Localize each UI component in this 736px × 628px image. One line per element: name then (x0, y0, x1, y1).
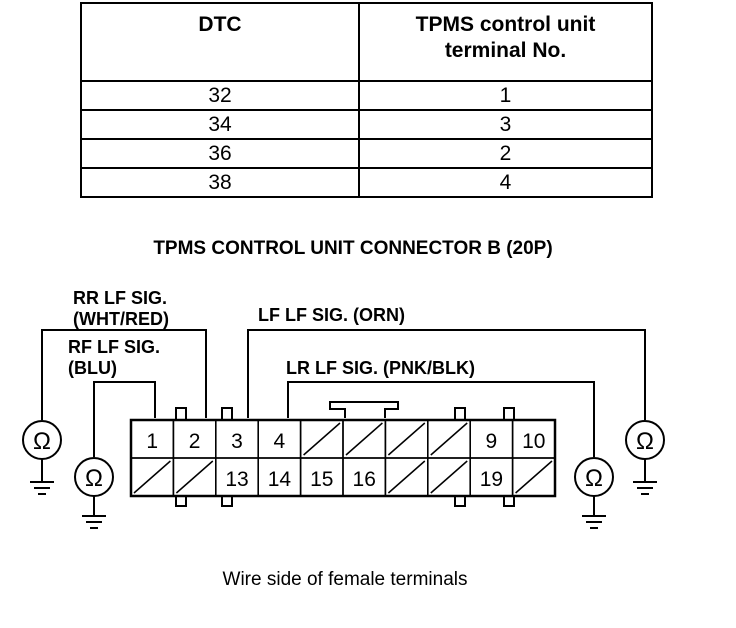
unused-terminal-slash (345, 422, 383, 456)
ohmmeter-3: Ω (574, 457, 614, 529)
terminal-number: 14 (268, 468, 292, 491)
rf-wire (93, 381, 156, 457)
connector-lock-tab (329, 401, 399, 418)
terminal-number: 9 (486, 430, 498, 453)
terminal-cell: 1 (358, 80, 653, 111)
terminal-tab (503, 407, 515, 421)
dtc-cell: 36 (80, 138, 360, 169)
terminal-number: 16 (353, 468, 376, 491)
terminal-cell: 3 (358, 109, 653, 140)
connector-title: TPMS CONTROL UNIT CONNECTOR B (20P) (153, 238, 552, 259)
terminal-number: 13 (225, 468, 248, 491)
terminal-number: 1 (146, 430, 158, 453)
ohm-icon: Ω (33, 428, 51, 455)
terminal-number: 2 (189, 430, 201, 453)
rr-wire-label-2: (WHT/RED) (73, 309, 169, 329)
lf-wire-label: LF LF SIG. (ORN) (258, 305, 405, 325)
dtc-header: DTC (80, 2, 360, 82)
rr-wire-label-1: RR LF SIG. (73, 288, 167, 308)
ohm-icon: Ω (585, 465, 603, 492)
table-row: 36 2 (80, 138, 653, 169)
lr-wire (287, 381, 595, 457)
ohmmeter-4: Ω (625, 420, 665, 495)
terminal-header: TPMS control unit terminal No. (358, 2, 653, 82)
rf-wire-label-1: RF LF SIG. (68, 337, 160, 357)
unused-terminal-slash (430, 460, 468, 494)
terminal-number: 19 (480, 468, 503, 491)
dtc-cell: 32 (80, 80, 360, 111)
table-row: 32 1 (80, 80, 653, 111)
unused-terminal-slash (430, 422, 468, 456)
terminal-tab (454, 407, 466, 421)
terminal-header-text: TPMS control unit terminal No. (415, 13, 596, 62)
unused-terminal-slash (175, 460, 214, 494)
lr-wire-label: LR LF SIG. (PNK/BLK) (286, 358, 475, 378)
table-header-row: DTC TPMS control unit terminal No. (80, 2, 653, 82)
terminal-number: 4 (274, 430, 286, 453)
terminal-number: 10 (522, 430, 545, 453)
connector-caption: Wire side of female terminals (223, 569, 468, 590)
dtc-cell: 38 (80, 167, 360, 198)
terminal-cell: 4 (358, 167, 653, 198)
terminal-tab (221, 407, 233, 421)
ohmmeter-1: Ω (22, 420, 62, 495)
terminal-tab (175, 407, 187, 421)
rr-wire (41, 329, 207, 420)
lf-wire (247, 329, 646, 420)
unused-terminal-slash (303, 422, 341, 456)
terminal-number: 3 (231, 430, 243, 453)
wire-lines (41, 329, 646, 457)
dtc-cell: 34 (80, 109, 360, 140)
ohmmeter-2: Ω (74, 457, 114, 529)
ohm-icon: Ω (85, 465, 103, 492)
ohm-icon: Ω (636, 428, 654, 455)
terminal-cell (511, 457, 556, 497)
rf-wire-label-2: (BLU) (68, 358, 117, 378)
unused-terminal-slash (515, 460, 553, 494)
table-row: 34 3 (80, 109, 653, 140)
unused-terminal-slash (387, 422, 426, 456)
unused-terminal-slash (133, 460, 171, 494)
terminal-number: 15 (310, 468, 333, 491)
dtc-terminal-table: DTC TPMS control unit terminal No. 32 1 … (80, 2, 653, 198)
unused-terminal-slash (387, 460, 426, 494)
connector-cells: 1 2 3 4 9 10 13 14 15 16 19 (130, 419, 556, 497)
table-row: 38 4 (80, 167, 653, 198)
terminal-cell: 2 (358, 138, 653, 169)
